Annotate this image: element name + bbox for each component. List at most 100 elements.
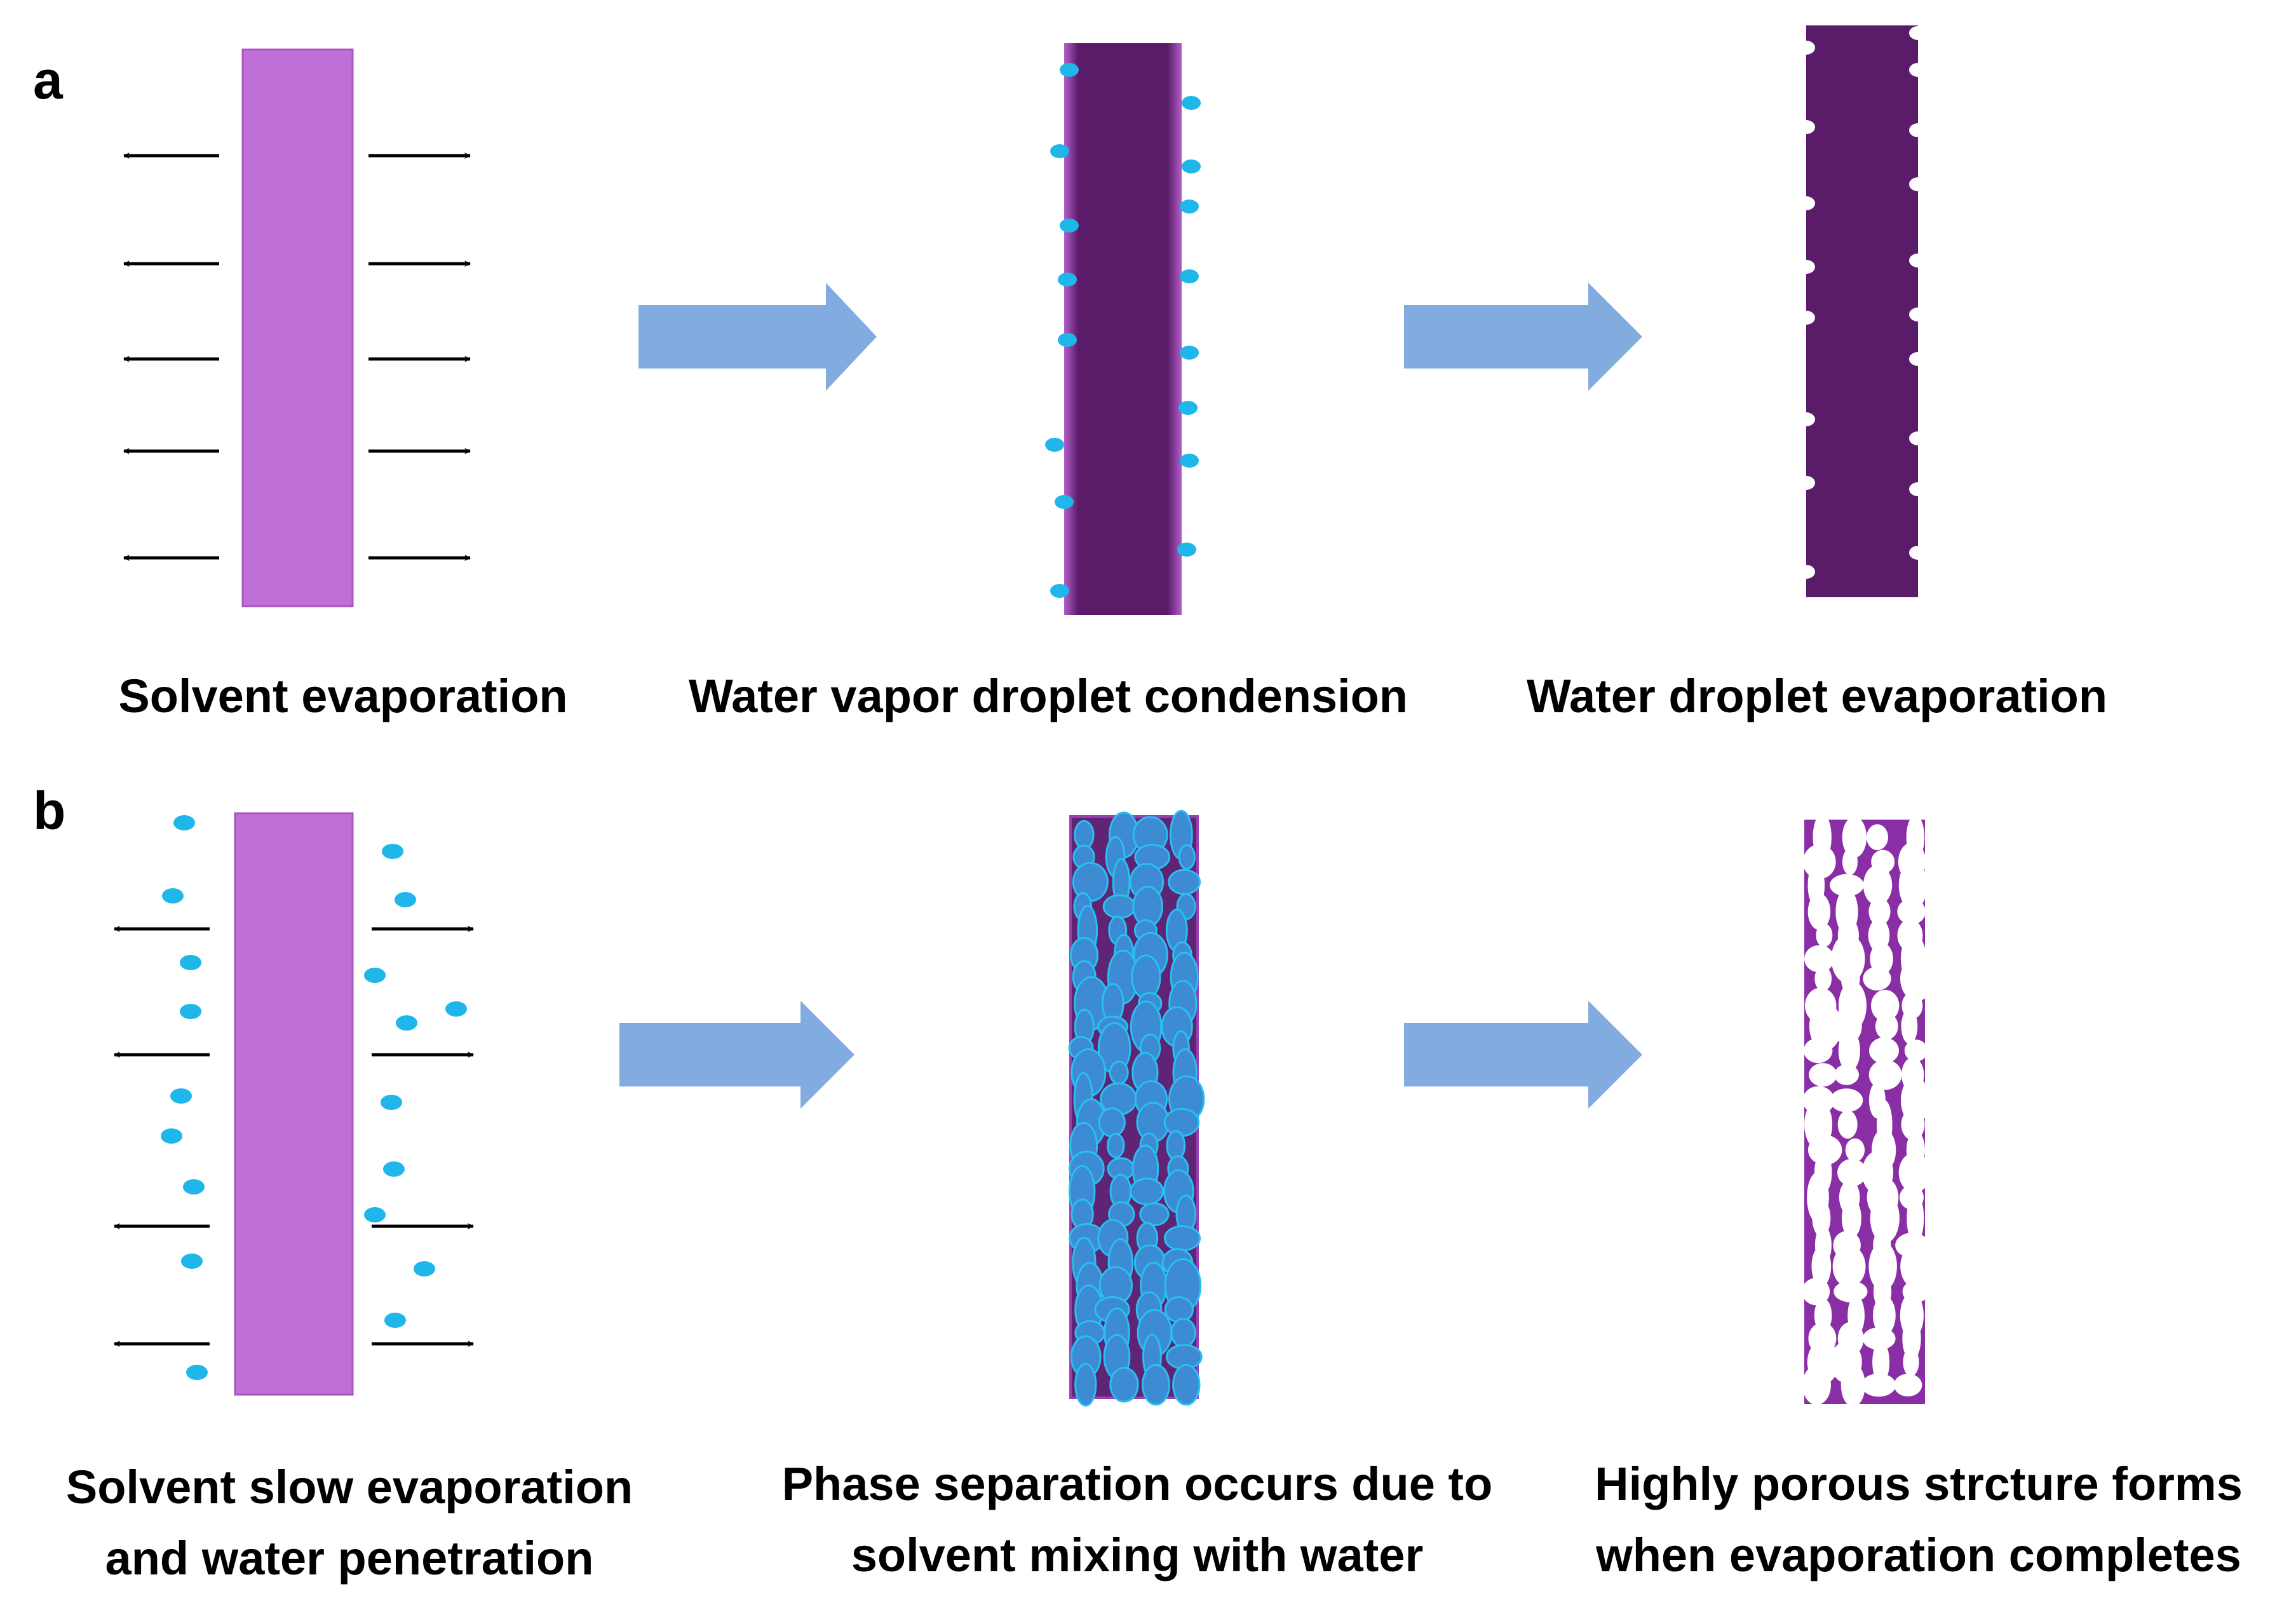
pore-void	[1816, 923, 1833, 947]
water-droplet	[1182, 96, 1201, 110]
phase-droplet	[1163, 1107, 1200, 1137]
process-arrow-a1	[638, 283, 877, 391]
surface-pore	[1797, 260, 1815, 274]
process-arrow-icon	[1404, 283, 1642, 391]
process-arrow-b2	[1404, 1001, 1642, 1109]
pore-void	[1907, 1193, 1924, 1243]
process-arrow-a2	[1404, 283, 1642, 391]
caption-line: Solvent slow evaporation	[65, 1461, 633, 1513]
panel-b-step3	[1802, 813, 1934, 1407]
polymer-film	[234, 812, 354, 1396]
water-droplet	[383, 1161, 405, 1177]
phase-droplet	[1163, 1225, 1201, 1252]
pore-void	[1863, 966, 1891, 991]
water-droplet	[181, 1254, 203, 1269]
water-droplet	[445, 1001, 467, 1017]
process-arrow-icon	[638, 283, 877, 391]
phase-droplet	[1168, 869, 1201, 895]
panel-b-step1	[114, 812, 474, 1396]
phase-droplet	[1109, 1367, 1139, 1403]
surface-pore	[1797, 120, 1815, 134]
phase-droplet	[1172, 1363, 1201, 1406]
water-droplet	[1060, 219, 1079, 233]
water-droplet	[395, 892, 416, 907]
caption-water-droplet-evaporation: Water droplet evaporation	[1526, 670, 2108, 722]
water-droplet	[1050, 144, 1069, 158]
pore-void	[1861, 1373, 1896, 1397]
process-arrow-icon	[1404, 1001, 1642, 1109]
pore-void	[1804, 1038, 1833, 1064]
panel-label-a: a	[33, 50, 63, 110]
surface-pore	[1797, 311, 1815, 325]
surface-pore	[1909, 308, 1927, 321]
water-droplet	[1055, 495, 1074, 509]
surface-pore	[1797, 476, 1815, 490]
pore-void	[1842, 848, 1858, 876]
water-droplet	[1045, 438, 1064, 452]
surface-pore	[1909, 26, 1927, 40]
pore-void	[1870, 942, 1893, 975]
pore-void	[1901, 1009, 1918, 1044]
panel-b-step2	[1068, 809, 1205, 1407]
surface-pore	[1909, 546, 1927, 560]
surface-pore	[1909, 123, 1927, 137]
water-droplet	[414, 1261, 435, 1276]
pore-void	[1808, 1135, 1842, 1165]
phase-droplet	[1109, 1060, 1129, 1085]
pore-void	[1830, 1088, 1863, 1113]
pore-void	[1811, 1246, 1832, 1287]
water-droplet	[1180, 454, 1199, 468]
pore-void	[1873, 1296, 1896, 1336]
process-arrow-b1	[619, 1001, 854, 1109]
panel-a-step3	[1797, 25, 1927, 597]
phase-droplet	[1170, 1318, 1196, 1348]
pore-void	[1867, 824, 1888, 851]
pore-void	[1868, 1242, 1897, 1291]
surface-pore	[1909, 254, 1927, 267]
water-droplet	[396, 1015, 417, 1031]
water-droplet	[1058, 333, 1077, 347]
phase-droplet	[1107, 1133, 1125, 1159]
water-droplet	[1177, 543, 1196, 557]
water-droplet	[1060, 63, 1079, 77]
surface-pore	[1909, 352, 1927, 366]
polymer-film-surface-pores	[1806, 25, 1918, 597]
polymer-film-dense	[1064, 43, 1182, 615]
pore-void	[1898, 1152, 1931, 1193]
water-droplet	[170, 1088, 192, 1104]
phase-droplet	[1074, 1363, 1097, 1407]
pore-void	[1837, 1110, 1858, 1139]
surface-pore	[1797, 412, 1815, 426]
pore-void	[1832, 1245, 1866, 1288]
process-arrow-icon	[619, 1001, 854, 1109]
water-droplet	[1178, 401, 1198, 415]
pore-void	[1871, 989, 1900, 1022]
pore-void	[1872, 1341, 1890, 1384]
water-droplet	[382, 844, 403, 859]
surface-pore	[1909, 177, 1927, 191]
panel-a-step2	[1045, 43, 1201, 615]
pore-void	[1870, 1193, 1900, 1243]
water-droplet	[1050, 584, 1069, 598]
pore-void	[1802, 1365, 1831, 1405]
surface-pore	[1797, 196, 1815, 210]
water-droplet	[180, 1004, 201, 1019]
water-droplet	[1182, 159, 1201, 173]
caption-line: Highly porous strcture forms	[1595, 1458, 2243, 1510]
pore-void	[1904, 1039, 1928, 1062]
water-droplet	[161, 1128, 182, 1144]
panel-label-b: b	[33, 781, 66, 841]
caption-line: when evaporation completes	[1596, 1529, 2241, 1581]
pore-void	[1868, 897, 1891, 926]
phase-droplet	[1130, 1177, 1165, 1205]
caption-porous-structure: Highly porous strcture forms when evapor…	[1563, 1449, 2274, 1591]
surface-pore	[1797, 565, 1815, 579]
water-droplet	[364, 1207, 386, 1222]
pore-void	[1840, 1363, 1865, 1407]
pore-void	[1894, 1374, 1922, 1397]
water-droplet	[173, 815, 195, 830]
phase-droplet	[1164, 1296, 1194, 1323]
pore-void	[1809, 1063, 1837, 1087]
water-droplet	[381, 1095, 402, 1110]
pore-void	[1841, 1198, 1861, 1238]
